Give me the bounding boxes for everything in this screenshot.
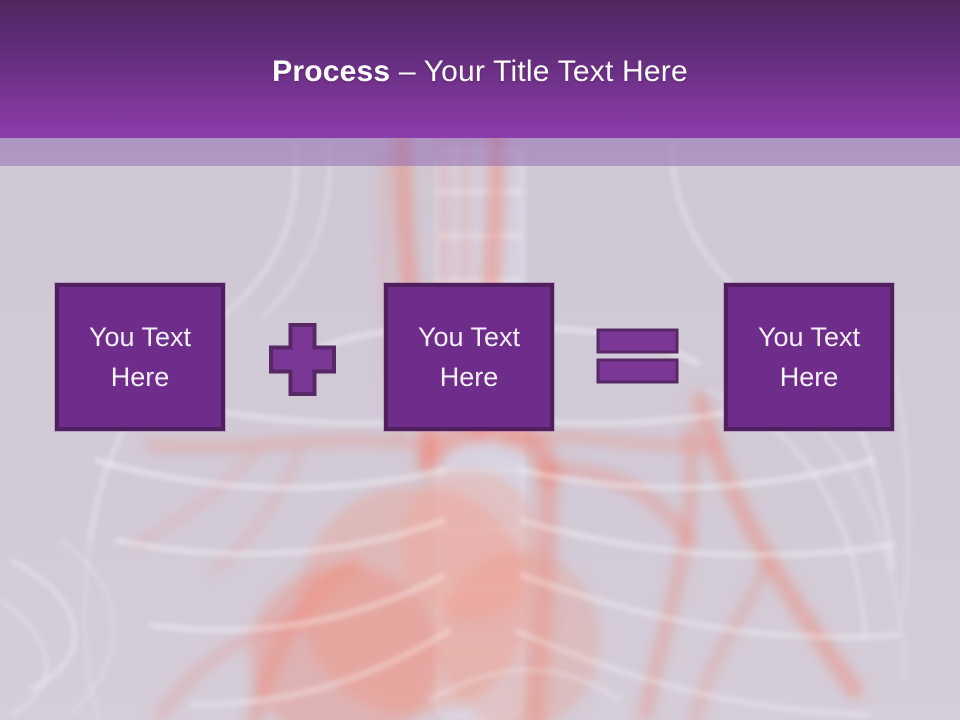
title-bar: Process – Your Title Text Here	[0, 0, 960, 138]
process-box-3[interactable]: You Text Here	[724, 283, 894, 431]
header-accent-band	[0, 138, 960, 166]
box-label: You Text Here	[88, 322, 192, 392]
slide-title[interactable]: Process – Your Title Text Here	[272, 55, 688, 89]
box-label: You Text Here	[757, 322, 861, 392]
equals-icon	[596, 328, 679, 384]
process-box-1[interactable]: You Text Here	[55, 283, 225, 431]
swirl-lines	[0, 539, 621, 717]
title-rest: – Your Title Text Here	[390, 55, 688, 88]
title-keyword: Process	[272, 55, 391, 88]
box-label: You Text Here	[417, 322, 521, 392]
plus-icon	[269, 323, 336, 396]
plus-operator-shape[interactable]	[269, 323, 336, 396]
process-box-2[interactable]: You Text Here	[384, 283, 554, 431]
equals-operator-shape[interactable]	[596, 328, 679, 386]
